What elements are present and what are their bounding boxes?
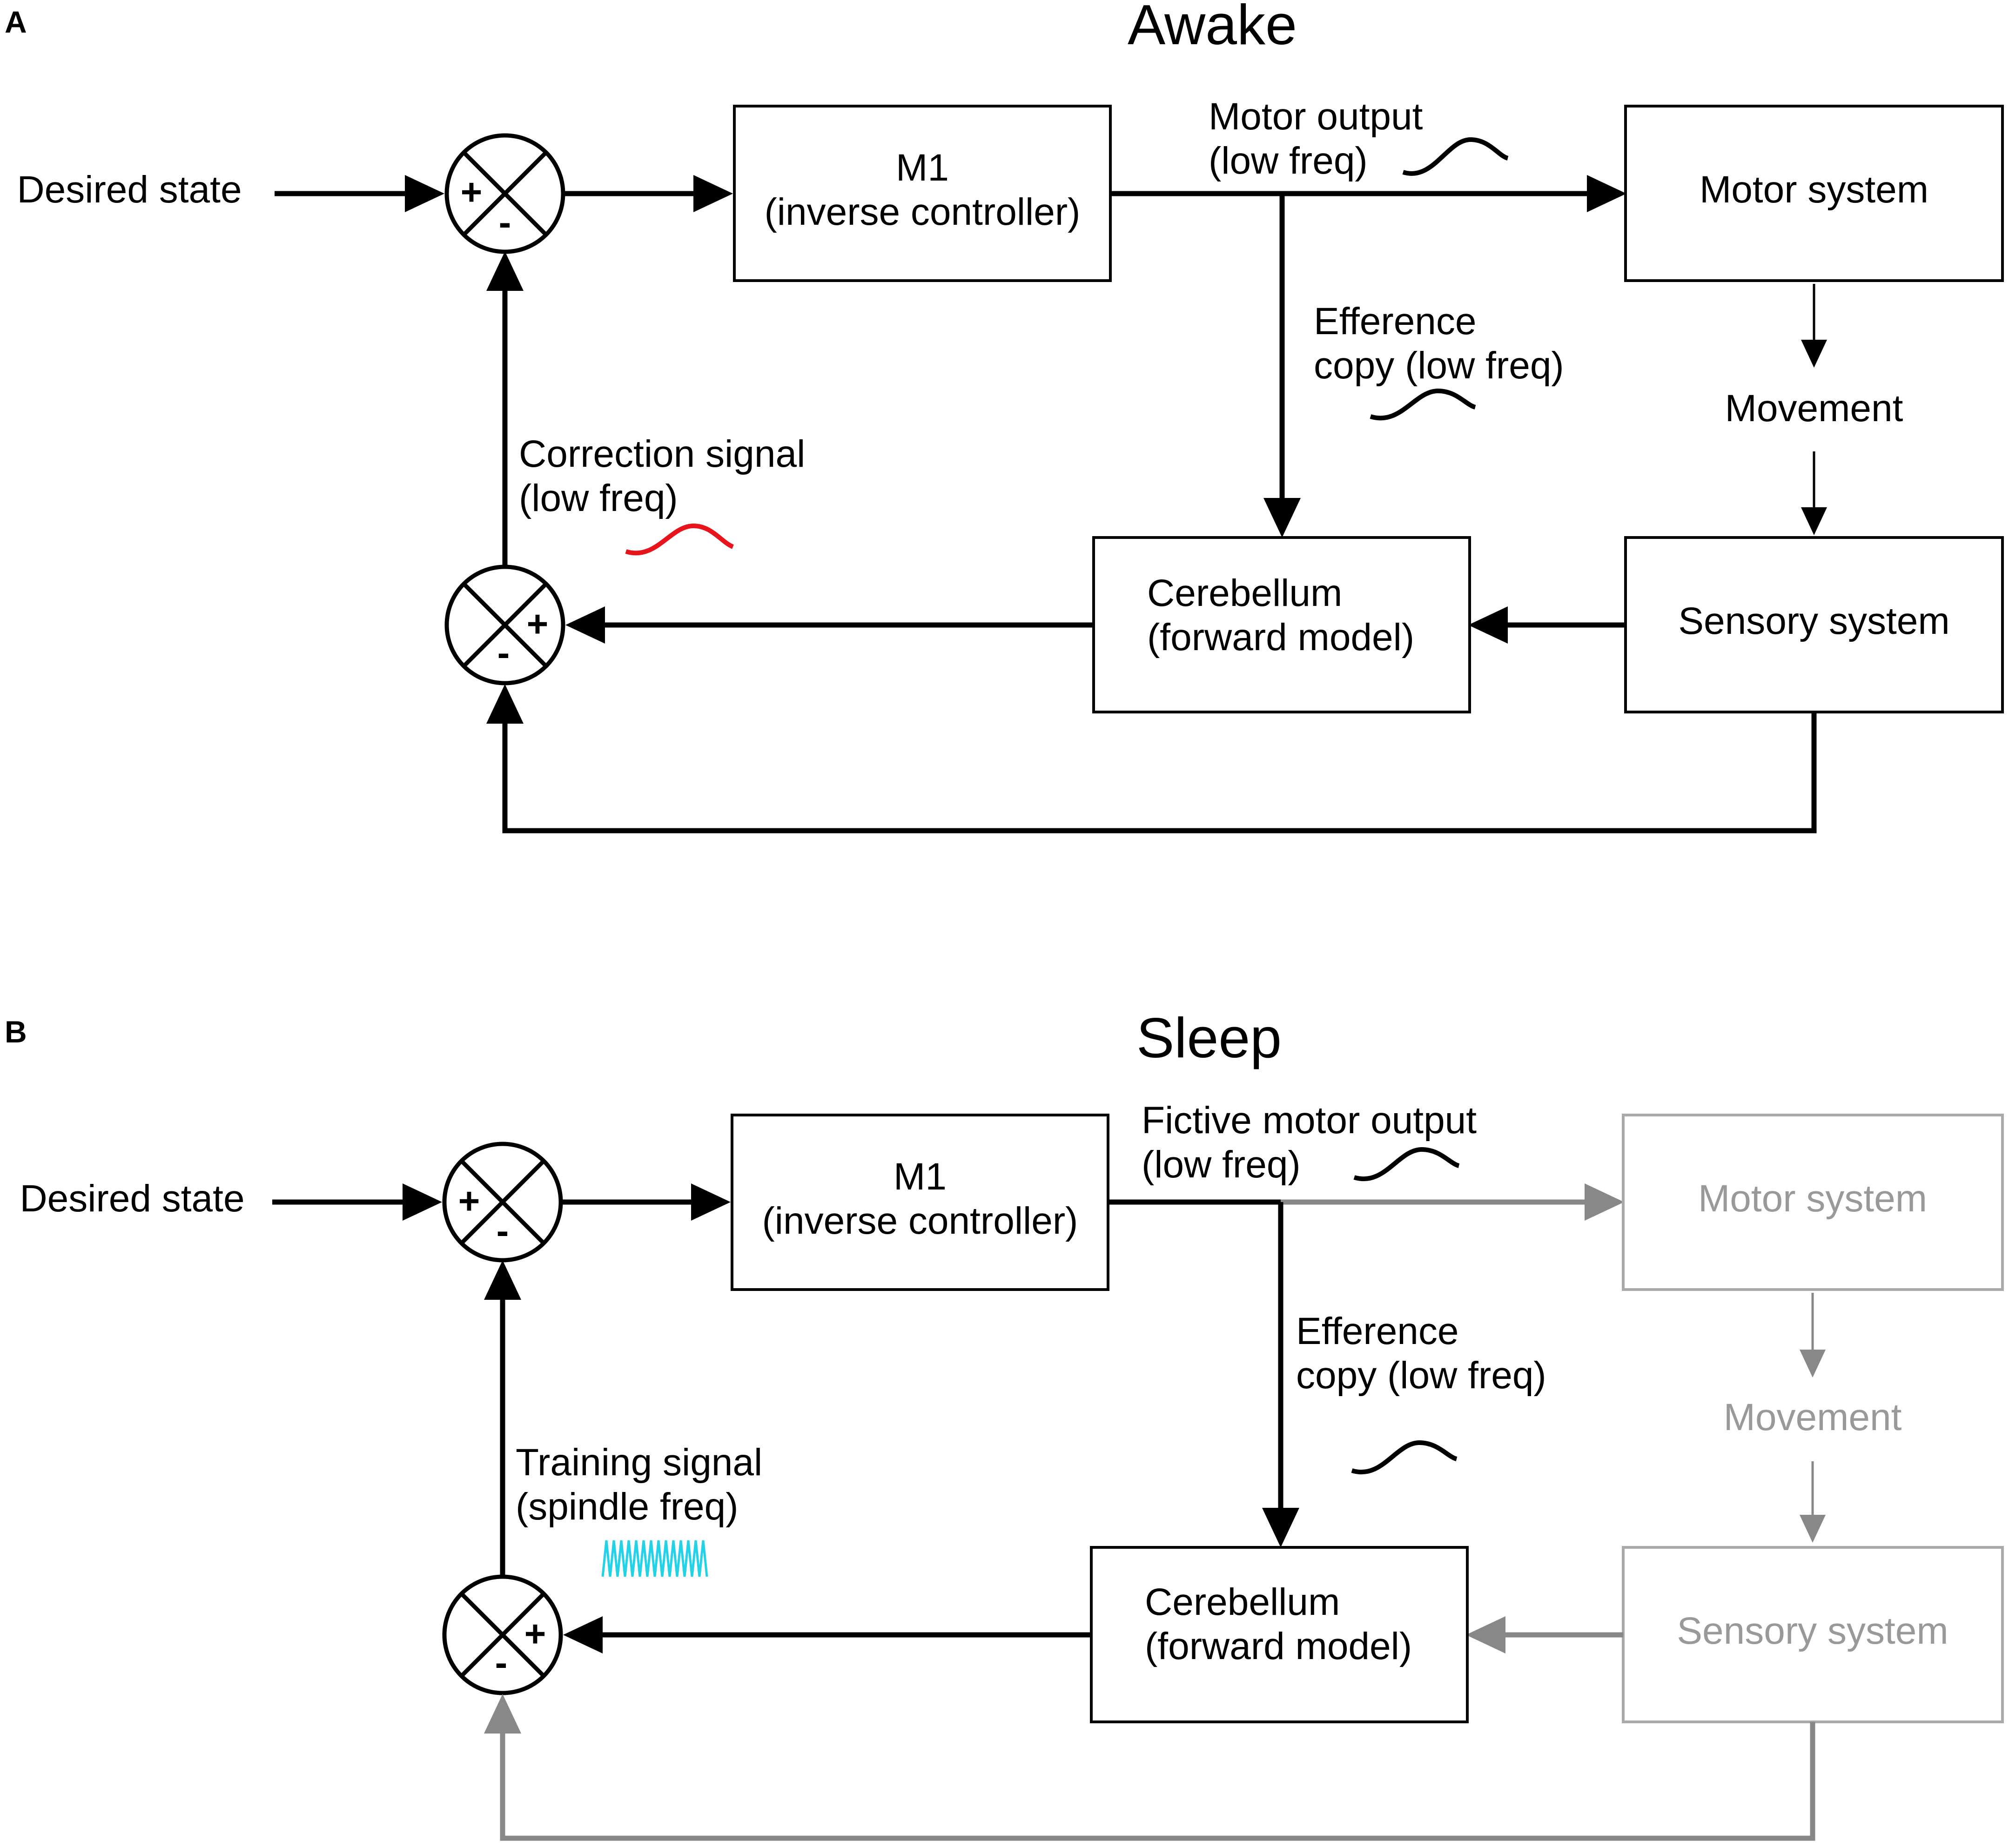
low-freq-wave-icon [1353,1147,1460,1182]
efference-label: Efference [1314,300,1477,343]
fictive-motor-output-sublabel: (low freq) [1142,1143,1301,1186]
m1-label: M1 [896,147,949,189]
m1-sublabel: (inverse controller) [762,1200,1078,1242]
efference-sublabel: copy (low freq) [1296,1354,1546,1397]
minus-sign: - [495,1642,508,1683]
arrowhead [1468,606,1508,644]
minus-sign: - [497,632,510,673]
summing-junction-bottom: + - [444,564,565,685]
desired-state-label: Desired state [17,168,242,211]
arrowhead [486,684,524,724]
minus-sign: - [499,202,511,243]
sensory-feedback-loop [500,1722,1815,1841]
panel-b: B Sleep Desired state + - M1 (inverse co… [5,1006,2004,1841]
cerebellum-sublabel: (forward model) [1147,616,1414,659]
cerebellum-sublabel: (forward model) [1145,1625,1412,1667]
correction-sublabel: (low freq) [519,477,678,519]
plus-sign: + [458,1180,480,1222]
motor-system-label: Motor system [1698,1177,1927,1220]
efference-label: Efference [1296,1310,1459,1352]
correction-label: Correction signal [519,433,805,475]
m1-box [733,105,1112,282]
arrowhead [565,606,605,644]
arrowhead [693,175,733,212]
cerebellum-box [1090,1546,1469,1723]
arrowhead [1801,340,1827,368]
efference-sublabel: copy (low freq) [1314,344,1564,387]
arrowhead [484,1260,521,1300]
correction-wave-icon [625,523,734,556]
arrowhead [1263,498,1301,538]
motor-system-label: Motor system [1700,168,1928,211]
arrowhead [1800,1350,1826,1378]
cerebellum-label: Cerebellum [1145,1581,1340,1623]
panel-a: A Awake Desired state + - M1 (inverse co… [5,0,2004,833]
arrowhead [484,1694,521,1734]
panel-a-letter: A [5,5,27,39]
spindle-wave-icon [601,1540,708,1577]
arrowhead [1587,175,1626,212]
sensory-system-label: Sensory system [1678,600,1949,642]
arrowhead [1262,1508,1299,1547]
m1-label: M1 [894,1156,947,1198]
minus-sign: - [497,1210,509,1251]
arrowhead [1585,1183,1624,1221]
sensory-feedback-loop [502,712,1817,833]
motor-system-box [1624,105,2004,282]
arrowhead [403,1183,442,1221]
cerebellum-label: Cerebellum [1147,572,1342,614]
arrowhead [486,251,524,291]
motor-system-box [1622,1114,2004,1291]
summing-junction-top: + - [444,133,565,254]
summing-junction-bottom: + - [442,1574,563,1695]
arrowhead [1801,507,1827,535]
motor-output-label: Motor output [1209,95,1423,138]
low-freq-wave-icon [1402,137,1509,176]
training-sublabel: (spindle freq) [516,1485,739,1528]
low-freq-wave-icon [1351,1440,1458,1475]
movement-label: Movement [1724,1396,1902,1438]
plus-sign: + [524,1613,546,1654]
arrowhead [1466,1616,1505,1653]
arrowhead [405,175,444,212]
sensory-system-label: Sensory system [1677,1610,1948,1652]
motor-output-sublabel: (low freq) [1209,140,1368,182]
arrowhead [563,1616,603,1653]
fictive-motor-output-label: Fictive motor output [1142,1099,1477,1142]
m1-sublabel: (inverse controller) [765,191,1081,233]
panel-b-title: Sleep [1136,1006,1282,1069]
training-label: Training signal [516,1441,762,1484]
panel-a-title: Awake [1128,0,1297,56]
panel-b-letter: B [5,1015,27,1049]
low-freq-wave-icon [1370,388,1476,421]
arrowhead [691,1183,731,1221]
cerebellum-box [1092,536,1471,713]
summing-junction-top: + - [442,1142,563,1263]
plus-sign: + [527,603,549,645]
plus-sign: + [461,171,483,213]
desired-state-label: Desired state [20,1177,244,1220]
movement-label: Movement [1725,387,1903,430]
arrowhead [1800,1515,1826,1543]
